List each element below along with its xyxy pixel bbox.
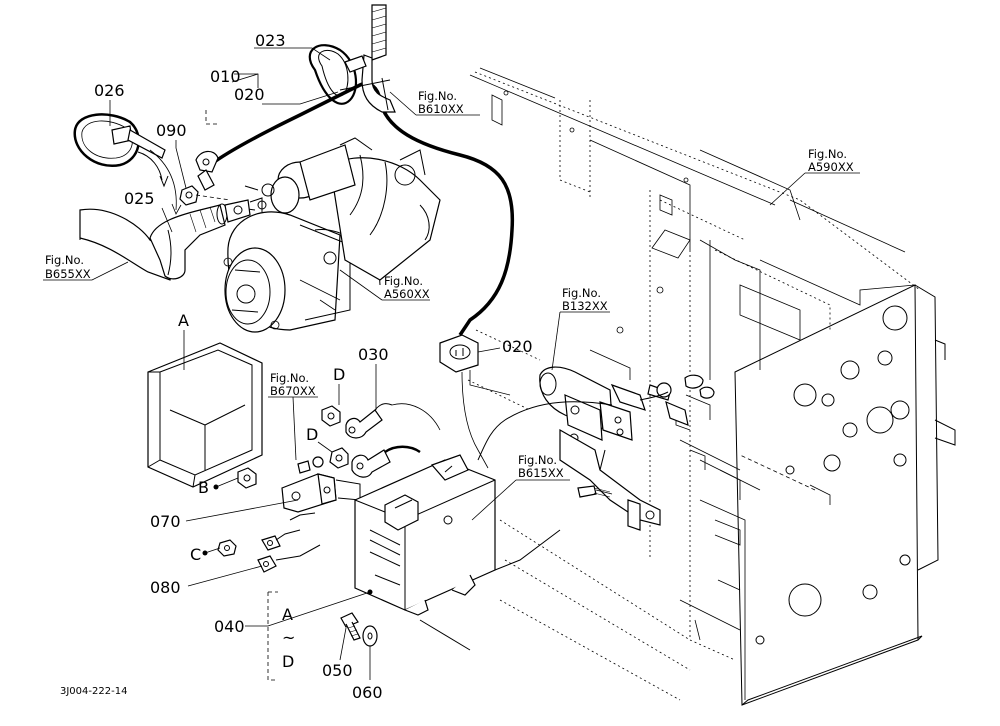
cable-020 <box>195 81 515 469</box>
label-080: 080 <box>150 578 181 597</box>
frame-assembly <box>467 67 956 706</box>
fig-a560-code: A560XX <box>384 287 430 301</box>
fig-b615-code: B615XX <box>518 466 564 480</box>
label-023: 023 <box>255 31 286 50</box>
fig-a590-title: Fig.No. <box>808 147 847 161</box>
drawing-code: 3J004-222-14 <box>60 686 127 697</box>
figure-references: Fig.No. B610XX Fig.No. A590XX Fig.No. B6… <box>45 89 854 480</box>
label-060: 060 <box>352 683 383 702</box>
fig-b132-title: Fig.No. <box>562 286 601 300</box>
label-020-top: 020 <box>234 85 265 104</box>
fig-b655-title: Fig.No. <box>45 253 84 267</box>
pipe-023-assembly <box>308 4 396 113</box>
range-label-A: A <box>282 605 293 624</box>
band-026 <box>73 113 169 188</box>
label-070: 070 <box>150 512 181 531</box>
label-040: 040 <box>214 617 245 636</box>
label-D-upper: D <box>333 365 345 384</box>
battery-cover <box>147 342 263 488</box>
fig-a590-code: A590XX <box>808 160 854 174</box>
label-A: A <box>178 311 189 330</box>
terminal-parts <box>217 403 441 573</box>
label-C: C <box>190 545 201 564</box>
fig-b610-code: B610XX <box>418 102 464 116</box>
label-026: 026 <box>94 81 125 100</box>
fig-b610-title: Fig.No. <box>418 89 457 103</box>
label-090: 090 <box>156 121 187 140</box>
label-025: 025 <box>124 189 155 208</box>
fig-b670-code: B670XX <box>270 384 316 398</box>
label-020-grommet: 020 <box>502 337 533 356</box>
range-label-tilde: ~ <box>282 628 295 647</box>
starter-motor <box>223 137 441 333</box>
label-030: 030 <box>358 345 389 364</box>
leader-lines <box>43 47 860 681</box>
label-010: 010 <box>210 67 241 86</box>
label-D-lower: D <box>306 425 318 444</box>
fig-a560-title: Fig.No. <box>384 274 423 288</box>
battery-box <box>354 454 561 651</box>
relay-assembly <box>477 366 715 531</box>
range-label-D: D <box>282 652 294 671</box>
bolt-washer <box>340 612 378 647</box>
fig-b670-title: Fig.No. <box>270 371 309 385</box>
fig-b655-code: B655XX <box>45 267 91 281</box>
label-050: 050 <box>322 661 353 680</box>
fig-b615-title: Fig.No. <box>518 453 557 467</box>
part-labels: 023 010 020 026 090 025 020 030 070 080 … <box>94 31 533 702</box>
fig-b132-code: B132XX <box>562 299 608 313</box>
label-B: B <box>198 478 209 497</box>
